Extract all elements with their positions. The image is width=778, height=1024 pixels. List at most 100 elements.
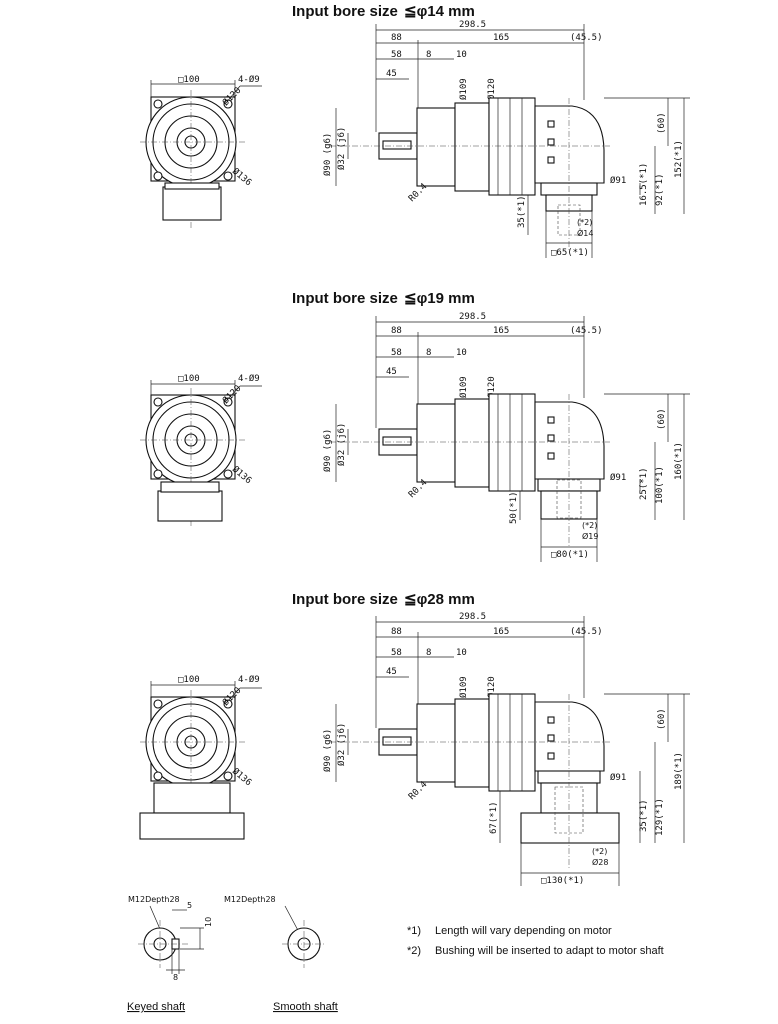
dim-h-b: 100(*1) — [655, 466, 665, 504]
right-angle-head — [534, 105, 605, 184]
dim-bush: (*2) — [577, 218, 592, 227]
dim-h-b: 92(*1) — [655, 173, 665, 206]
dim-h-a: 35(*1) — [639, 799, 649, 832]
side-view: 298.5 88 165 (45.5) 58 8 10 45 Ø109 Ø120 — [322, 20, 690, 258]
dim-total: 298.5 — [459, 612, 486, 622]
dim-motor-od: Ø91 — [610, 472, 626, 483]
dim-square: □100 — [178, 374, 200, 384]
dim-holes: 4-Ø9 — [238, 674, 260, 685]
dim-h-a: 16.5(*1) — [639, 163, 649, 206]
bore-size: ≦φ19 mm — [404, 290, 475, 307]
dim-45-5: (45.5) — [570, 326, 603, 336]
notes: *1) Length will vary depending on motor … — [407, 925, 664, 957]
dim-h-total: 152(*1) — [674, 140, 684, 178]
dim-pilot: Ø90 (g6) — [322, 729, 333, 772]
note-mark: *2) — [407, 945, 421, 957]
section-title: Input bore size — [292, 3, 398, 20]
dim-10: 10 — [456, 50, 467, 60]
dim-60: (60) — [657, 708, 667, 730]
dim-45-5: (45.5) — [570, 627, 603, 637]
dim-h-a: 25(*1) — [639, 467, 649, 500]
dim-low: 67(*1) — [489, 801, 499, 834]
dim-bush: (*2) — [582, 521, 597, 530]
dim-bore: Ø14 — [577, 228, 593, 238]
motor-adapter — [139, 812, 245, 840]
dim-45: 45 — [386, 69, 397, 79]
dim-flange-109: Ø109 — [458, 78, 469, 100]
dim-motor-square: □80(*1) — [551, 550, 589, 560]
dim-165: 165 — [493, 326, 509, 336]
section-title: Input bore size — [292, 591, 398, 608]
dim-60: (60) — [657, 408, 667, 430]
dim-motor-od: Ø91 — [610, 175, 626, 186]
dim-od: Ø136 — [230, 766, 254, 788]
dim-88: 88 — [391, 326, 402, 336]
dim-bore: Ø28 — [592, 857, 608, 867]
bore-size: ≦φ28 mm — [404, 591, 475, 608]
dim-shaft: Ø32 (j6) — [336, 723, 347, 766]
dim-radius: R0.4 — [407, 780, 429, 802]
smooth-shaft-label: Smooth shaft — [273, 1001, 338, 1013]
keyed-shaft-detail: M12Depth28 5 10 8 Keyed shaft — [127, 895, 213, 1013]
dim-holes: 4-Ø9 — [238, 373, 260, 384]
thread-spec: M12Depth28 — [224, 895, 276, 904]
motor-adapter — [157, 490, 223, 522]
dim-key-width: 5 — [187, 901, 192, 910]
dim-flange-109: Ø109 — [458, 376, 469, 398]
smooth-shaft-detail: M12Depth28 Smooth shaft — [224, 895, 338, 1013]
front-view: □100 4-Ø9 Ø120 Ø136 — [139, 674, 262, 840]
dim-h-b: 129(*1) — [655, 798, 665, 836]
dim-45: 45 — [386, 367, 397, 377]
dim-165: 165 — [493, 627, 509, 637]
bore-size: ≦φ14 mm — [404, 3, 475, 20]
dim-total: 298.5 — [459, 312, 486, 322]
dim-od: Ø136 — [230, 166, 254, 188]
dim-165: 165 — [493, 33, 509, 43]
section-bore-19: Input bore size ≦φ19 mm □100 4-Ø9 Ø120 Ø… — [140, 290, 690, 562]
dim-8: 8 — [426, 348, 431, 358]
dim-od: Ø136 — [230, 464, 254, 486]
dim-motor-square: □65(*1) — [551, 248, 589, 258]
section-bore-14: Input bore size ≦φ14 mm □100 4-Ø9 Ø120 Ø… — [140, 3, 690, 258]
flange — [416, 107, 456, 187]
note-text: Bushing will be inserted to adapt to mot… — [435, 945, 664, 957]
section-bore-28: Input bore size ≦φ28 mm □100 4-Ø9 Ø120 Ø… — [139, 591, 690, 886]
motor-adapter — [520, 812, 620, 844]
dim-flange-120: Ø120 — [486, 78, 497, 100]
dim-45-5: (45.5) — [570, 33, 603, 43]
front-view: □100 4-Ø9 Ø120 Ø136 — [140, 74, 262, 230]
dim-60: (60) — [657, 112, 667, 134]
gear-housing — [488, 97, 536, 196]
front-view: □100 4-Ø9 Ø120 Ø136 — [140, 373, 262, 528]
dim-10: 10 — [456, 348, 467, 358]
dim-8: 8 — [426, 648, 431, 658]
dim-low: 35(*1) — [517, 195, 527, 228]
dim-h-total: 160(*1) — [674, 442, 684, 480]
dim-10: 10 — [456, 648, 467, 658]
dim-58: 58 — [391, 348, 402, 358]
dim-total: 298.5 — [459, 20, 486, 30]
dim-flange-120: Ø120 — [486, 676, 497, 698]
keyed-shaft-label: Keyed shaft — [127, 1001, 185, 1013]
dim-low: 50(*1) — [509, 491, 519, 524]
dim-pilot: Ø90 (g6) — [322, 133, 333, 176]
dim-88: 88 — [391, 33, 402, 43]
dim-square: □100 — [178, 675, 200, 685]
dim-88: 88 — [391, 627, 402, 637]
dim-bush: (*2) — [592, 847, 607, 856]
dim-square: □100 — [178, 75, 200, 85]
note-text: Length will vary depending on motor — [435, 925, 612, 937]
dim-58: 58 — [391, 50, 402, 60]
dim-motor-square: □130(*1) — [541, 876, 584, 886]
dim-motor-od: Ø91 — [610, 772, 626, 783]
dim-holes: 4-Ø9 — [238, 74, 260, 85]
dim-flange-120: Ø120 — [486, 376, 497, 398]
dim-45: 45 — [386, 667, 397, 677]
dim-h-total: 189(*1) — [674, 752, 684, 790]
shaft-key — [382, 140, 412, 150]
dim-58: 58 — [391, 648, 402, 658]
dim-8: 8 — [426, 50, 431, 60]
dim-key-height: 10 — [204, 917, 213, 927]
dim-flange-109: Ø109 — [458, 676, 469, 698]
